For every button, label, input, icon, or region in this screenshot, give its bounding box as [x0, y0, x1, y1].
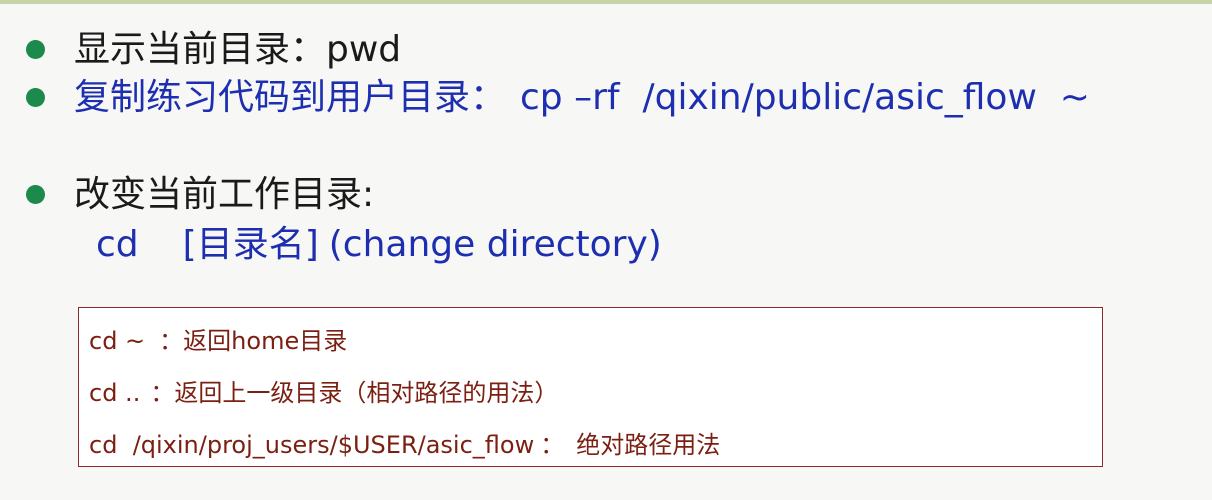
bullet-label: 显示当前目录： — [74, 29, 327, 70]
example-description: 绝对路径用法 — [576, 431, 721, 459]
examples-box: cd ~：返回home目录 cd ..：返回上一级目录（相对路径的用法） cd … — [78, 307, 1103, 467]
example-command: cd /qixin/proj_users/$USER/asic_flow — [89, 431, 535, 459]
example-row: cd ~ ：返回home目录 — [89, 326, 347, 356]
bullet-command: cp –rf /qixin/public/asic_flow ~ — [520, 77, 1090, 118]
example-description: 返回home目录 — [183, 327, 348, 355]
top-rule — [0, 0, 1212, 4]
bullet-dot-icon — [26, 88, 45, 107]
example-separator: ： — [159, 327, 184, 355]
bullet-dot-icon — [26, 40, 45, 59]
example-description: 返回上一级目录（相对路径的用法） — [174, 379, 559, 407]
bullet-text: 复制练习代码到用户目录： cp –rf /qixin/public/asic_fl… — [74, 75, 1090, 121]
bullet-dot-icon — [26, 185, 45, 204]
cd-usage-line: cd [目录名](change directory) — [96, 222, 662, 268]
example-command: cd .. — [89, 379, 141, 407]
example-separator: ： — [540, 431, 565, 459]
bullet-label: 改变当前工作目录: — [74, 174, 375, 215]
cd-command: cd — [96, 224, 139, 265]
example-command: cd ~ — [89, 327, 146, 355]
example-row: cd .. ：返回上一级目录（相对路径的用法） — [89, 378, 558, 408]
bullet-text: 改变当前工作目录: — [74, 172, 374, 218]
bullet-text: 显示当前目录：pwd — [74, 27, 401, 73]
example-row: cd /qixin/proj_users/$USER/asic_flow： 绝对路… — [89, 430, 720, 460]
cd-argument: [目录名] — [182, 224, 319, 265]
example-separator: ： — [150, 379, 175, 407]
bullet-command: pwd — [326, 29, 402, 70]
cd-description: (change directory) — [328, 224, 662, 265]
bullet-label: 复制练习代码到用户目录： — [74, 77, 507, 118]
